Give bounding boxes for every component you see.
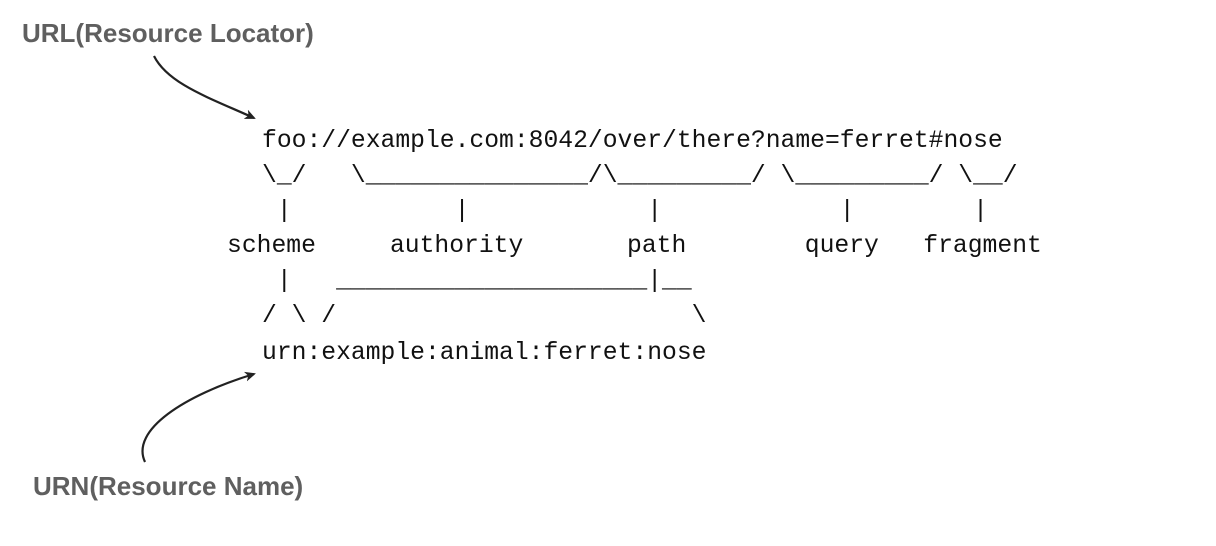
urn-label: URN(Resource Name) <box>33 471 304 501</box>
urn-example: urn:example:animal:ferret:nose <box>262 339 707 367</box>
urn-brace-row: / \ / \ <box>262 302 707 330</box>
uri-diagram: foo://example.com:8042/over/there?name=f… <box>0 0 1042 367</box>
component-labels-row: scheme authority path query fragment <box>227 232 1042 260</box>
connector-row: | | | | | <box>262 197 988 225</box>
urn-connector-row: | _____________________|__ <box>262 267 692 295</box>
curved-arrow-icon <box>153 55 256 120</box>
curved-arrow-icon <box>141 371 256 463</box>
brace-row: \_/ \_______________/\_________/ \______… <box>262 162 1018 190</box>
url-label: URL(Resource Locator) <box>22 18 314 48</box>
url-example: foo://example.com:8042/over/there?name=f… <box>262 127 1003 155</box>
